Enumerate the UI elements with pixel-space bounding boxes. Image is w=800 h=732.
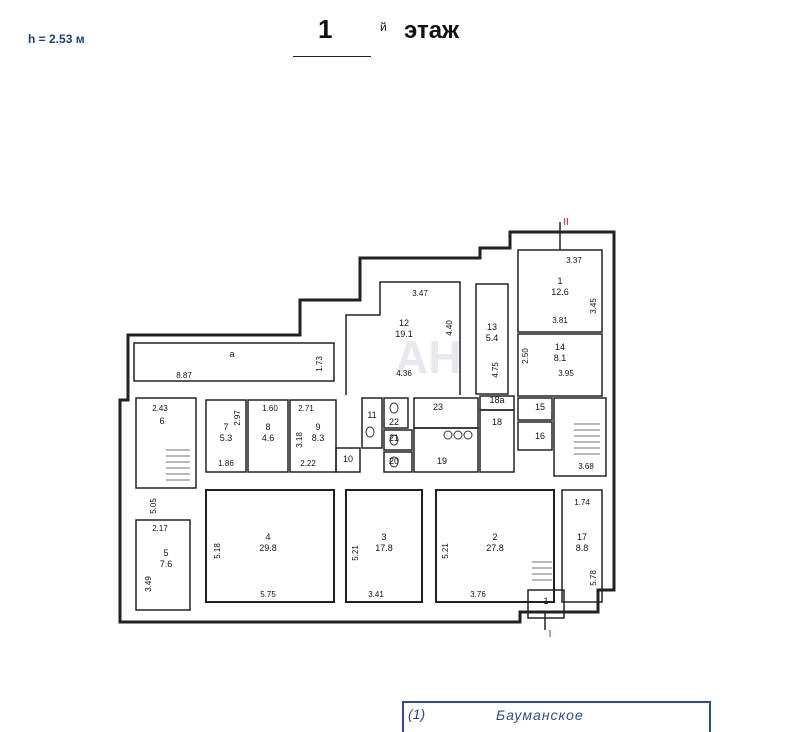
dimension-label: 5.21 [441,543,450,559]
dimension-label: 2.22 [300,459,316,468]
room-number: 1 [543,596,548,606]
dimension-label: 4.36 [396,369,412,378]
dimension-label: 2.50 [521,348,530,364]
dimension-label: 3.47 [412,289,428,298]
room-number: 23 [433,402,443,412]
room-number: 12 [399,318,409,328]
dimension-label: 2.97 [233,410,242,426]
room-area: 29.8 [259,543,277,553]
room-area: 5.4 [486,333,499,343]
stamp-district: Бауманское [496,707,584,723]
dimension-label: 8.87 [176,371,192,380]
plumbing-fixtures [365,402,473,468]
dimension-label: 3.45 [589,298,598,314]
dimension-label: 2.71 [298,404,314,413]
room-area: 8.8 [576,543,589,553]
floor-number: 1 [318,14,333,44]
room-area: 19.1 [395,329,413,339]
room-area: 27.8 [486,543,504,553]
room-number: 18 [492,417,502,427]
plan-walls [118,230,616,624]
district-stamp [402,701,711,732]
section-mark-ii: II [563,217,569,228]
room-area: 12.6 [551,287,569,297]
dimension-label: 3.18 [295,432,304,448]
dimension-label: 1.74 [574,498,590,507]
dimension-label: 5.18 [213,543,222,559]
room-number: 3 [381,532,386,542]
room-number: 22 [389,417,399,427]
dimension-label: 4.75 [491,362,500,378]
room-number: 7 [223,422,228,432]
dimension-label: 2.43 [152,404,168,413]
dimension-label: 2.17 [152,524,168,533]
room-number: 10 [343,454,353,464]
floor-number-suffix: й [380,20,387,34]
dimension-label: 5.21 [351,545,360,561]
room-area: 8.3 [312,433,325,443]
dimension-label: 5.78 [589,570,598,586]
dimension-label: 3.95 [558,369,574,378]
room-number: 15 [535,402,545,412]
room-number: 14 [555,342,565,352]
watermark-logo: AH [395,331,462,383]
stamp-number: (1) [408,706,426,722]
room-number: 1 [557,276,562,286]
dimension-label: 3.81 [552,316,568,325]
room-number: 6 [159,416,164,426]
room-number: 17 [577,532,587,542]
room-number: a [229,349,234,359]
ceiling-height-label: h = 2.53 м [28,32,85,46]
room-number: 20 [389,456,399,466]
dimension-label: 3.37 [566,256,582,265]
room-area: 7.6 [160,559,173,569]
room-number: 13 [487,322,497,332]
dimension-label: 3.68 [578,462,594,471]
room-area: 4.6 [262,433,275,443]
dimension-label: 1.60 [262,404,278,413]
room-number: 18a [489,395,504,405]
dimension-label: 3.76 [470,590,486,599]
room-number: 5 [163,548,168,558]
title-underline [293,56,371,57]
room-area: 17.8 [375,543,393,553]
dimension-label: 1.73 [315,356,324,372]
room-number: 19 [437,456,447,466]
dimension-label: 1.86 [218,459,234,468]
room-number: 9 [315,422,320,432]
dimension-label: 3.49 [144,576,153,592]
dimension-label: 3.41 [368,590,384,599]
room-area: 5.3 [220,433,233,443]
room-number: 16 [535,431,545,441]
dimension-label: 5.75 [260,590,276,599]
room-number: 8 [265,422,270,432]
section-mark-i: I [549,629,552,640]
stair-treads [166,423,600,581]
room-number: 4 [265,532,270,542]
room-number: 21 [389,433,399,443]
room-number: 11 [367,410,376,420]
room-area: 8.1 [554,353,567,363]
floor-title: этаж [404,17,460,44]
room-labels: 112.6a1219.1135.4148.1675.384.698.310112… [159,276,588,606]
room-number: 2 [492,532,497,542]
dimension-label: 4.40 [445,320,454,336]
dimension-label: 5.05 [149,498,158,514]
